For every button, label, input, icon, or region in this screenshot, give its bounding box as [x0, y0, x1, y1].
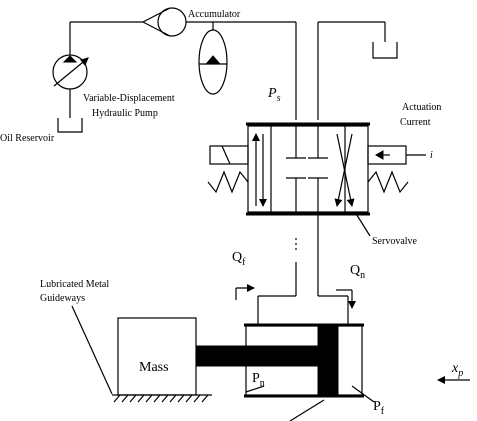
- flow-f-label: Qf: [232, 250, 246, 268]
- seal-leader: [289, 399, 325, 421]
- flow-n-label: Qn: [350, 263, 365, 281]
- guideways-label-line2: Guideways: [40, 293, 85, 304]
- hydraulic-cylinder: [244, 323, 364, 398]
- piston-head: [317, 325, 339, 396]
- guideways-leader: [71, 305, 113, 395]
- variable-displacement-pump: [52, 21, 143, 118]
- pump-direction-triangle: [62, 55, 78, 63]
- guideway-ground: [112, 394, 212, 403]
- left-spring: [207, 170, 249, 194]
- servovalve-body: [247, 125, 369, 213]
- pump-variable-arrow: [53, 57, 89, 87]
- accumulator-body: [198, 29, 228, 95]
- pressure-n-label: Pn: [252, 371, 265, 389]
- accumulator: [198, 22, 228, 95]
- displacement-label: xp: [451, 361, 463, 379]
- mass-label: Mass: [139, 360, 169, 375]
- accumulator-label: Accumulator: [188, 9, 241, 20]
- return-tank: [372, 42, 398, 59]
- actuation-label-line1: Actuation: [402, 102, 441, 113]
- servovalve-label: Servovalve: [372, 236, 418, 247]
- current-symbol: i: [430, 150, 433, 161]
- oil-reservoir-tank: [57, 118, 83, 133]
- check-valve: [142, 7, 296, 37]
- pressure-f-label: Pf: [373, 399, 385, 417]
- cross-arrow-2: [334, 133, 353, 207]
- right-spring: [367, 170, 409, 194]
- left-solenoid: [209, 145, 249, 165]
- guideways-label-line1: Lubricated Metal: [40, 279, 109, 290]
- actuation-label-line2: Current: [400, 117, 431, 128]
- supply-pressure-label: Ps: [267, 86, 281, 104]
- pump-label-line2: Hydraulic Pump: [92, 108, 158, 119]
- right-solenoid: [367, 145, 426, 165]
- pump-label-line1: Variable-Displacement: [83, 93, 175, 104]
- mass-block: [117, 317, 197, 396]
- piston-rod: [195, 345, 247, 367]
- oil-reservoir-label: Oil Reservoir: [0, 133, 55, 144]
- servovalve: [246, 122, 370, 216]
